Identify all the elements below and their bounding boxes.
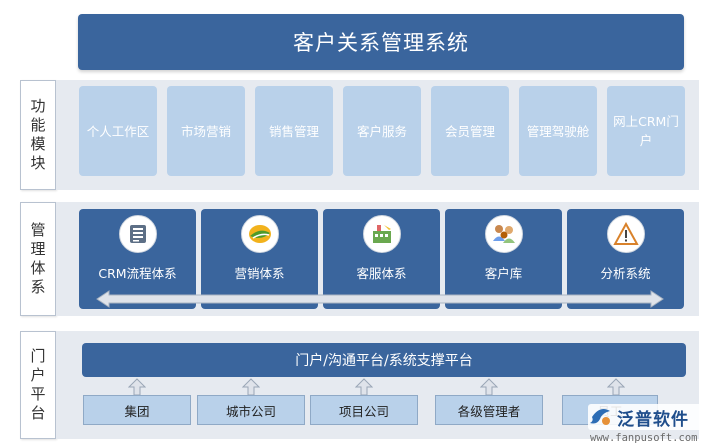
- system-label: 客户库: [484, 266, 523, 281]
- section-label-char: 体: [30, 259, 46, 277]
- module-management-cockpit[interactable]: 管理驾驶舱: [519, 86, 597, 176]
- module-customer-service[interactable]: 客户服务: [343, 86, 421, 176]
- up-arrow-icon: [480, 378, 498, 396]
- section-label-char: 系: [30, 278, 46, 296]
- people-icon: [485, 215, 523, 253]
- section-label-management-system: 管 理 体 系: [20, 202, 56, 316]
- portal-platform-bar: 门户/沟通平台/系统支撑平台: [82, 343, 686, 377]
- portal-item-managers[interactable]: 各级管理者: [435, 395, 543, 425]
- double-arrow-icon: [96, 290, 664, 308]
- section-label-char: 功: [30, 97, 46, 115]
- up-arrow-icon: [607, 378, 625, 396]
- brand-logo-icon: [590, 409, 610, 425]
- system-customer-service[interactable]: 客服体系: [323, 209, 440, 309]
- up-arrow-icon: [128, 378, 146, 396]
- globe-icon: [241, 215, 279, 253]
- section-label-char: 户: [30, 366, 46, 384]
- up-arrow-icon: [242, 378, 260, 396]
- watermark-url: www.fanpusoft.com: [590, 432, 698, 444]
- portal-item-group[interactable]: 集团: [83, 395, 191, 425]
- system-crm-process[interactable]: CRM流程体系: [79, 209, 196, 309]
- module-online-crm-portal[interactable]: 网上CRM门户: [607, 86, 685, 176]
- section-label-char: 块: [30, 154, 46, 172]
- section-label-char: 门: [30, 347, 46, 365]
- system-title: 客户关系管理系统: [78, 14, 684, 70]
- module-sales-management[interactable]: 销售管理: [255, 86, 333, 176]
- section-label-char: 理: [30, 240, 46, 258]
- section-label-char: 台: [30, 404, 46, 422]
- section-label-function-modules: 功 能 模 块: [20, 80, 56, 190]
- section-label-char: 能: [30, 116, 46, 134]
- watermark-brand: 泛普软件: [617, 409, 689, 430]
- system-label: 营销体系: [234, 266, 285, 281]
- portal-item-city-company[interactable]: 城市公司: [197, 395, 305, 425]
- section-label-char: 模: [30, 135, 46, 153]
- portal-item-project-company[interactable]: 项目公司: [310, 395, 418, 425]
- warning-icon: [607, 215, 645, 253]
- section-label-char: 平: [30, 385, 46, 403]
- watermark-logo: 泛普软件 www.fanpusoft.com: [588, 402, 717, 448]
- document-icon: [119, 215, 157, 253]
- module-member-management[interactable]: 会员管理: [431, 86, 509, 176]
- system-analysis[interactable]: 分析系统: [567, 209, 684, 309]
- section-label-portal-platform: 门 户 平 台: [20, 331, 56, 439]
- module-personal-workspace[interactable]: 个人工作区: [79, 86, 157, 176]
- up-arrow-icon: [355, 378, 373, 396]
- module-marketing[interactable]: 市场营销: [167, 86, 245, 176]
- system-customer-database[interactable]: 客户库: [445, 209, 562, 309]
- system-label: CRM流程体系: [98, 266, 177, 281]
- system-marketing[interactable]: 营销体系: [201, 209, 318, 309]
- section-label-char: 管: [30, 221, 46, 239]
- system-label: 客服体系: [356, 266, 407, 281]
- system-label: 分析系统: [600, 266, 651, 281]
- service-icon: [363, 215, 401, 253]
